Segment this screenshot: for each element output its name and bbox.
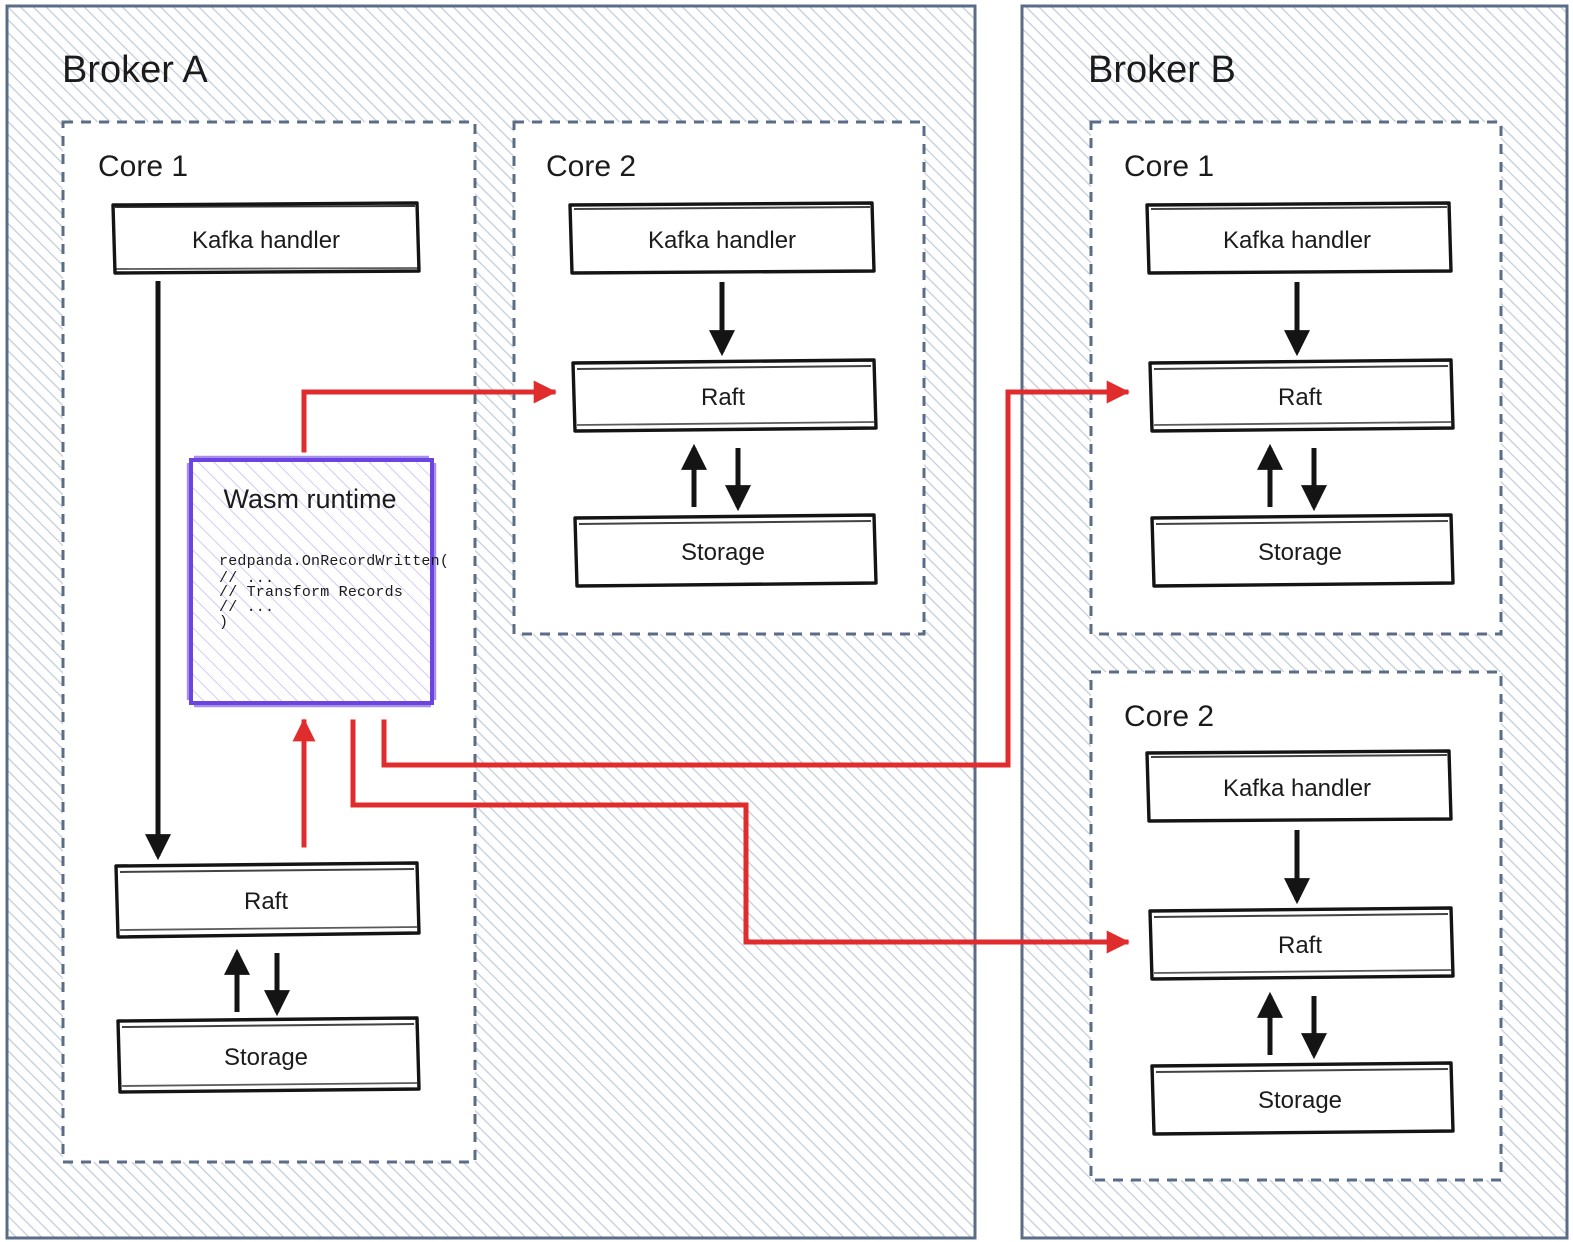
ba-c2-raft-sketch2 xyxy=(576,421,875,426)
ba-c1-kafka-handler-shape xyxy=(111,201,421,275)
bb-c2-storage-label: Storage xyxy=(1258,1087,1342,1114)
ba-c1-raft-sketch xyxy=(119,868,415,873)
ba-c2-kafka-handler-box: Kafka handler xyxy=(568,201,876,275)
ba-c2-storage-label: Storage xyxy=(681,539,765,566)
bb-c1-raft-label: Raft xyxy=(1278,384,1322,411)
broker-b-core-1: Core 1 Kafka handler Raft Storage xyxy=(1089,120,1503,636)
ba-c1-storage-sketch xyxy=(121,1023,415,1028)
bb-c1-raft-sketch2 xyxy=(1153,421,1452,426)
ba-c2-storage-sketch xyxy=(578,520,872,525)
ba-c2-kafka-handler-shape xyxy=(568,201,876,275)
ba-c1-wasm-code-line-2: // ... xyxy=(219,570,274,587)
broker-a-title: Broker A xyxy=(62,49,208,91)
broker-a-core-2: Core 2 Kafka handler Raft Storage xyxy=(512,120,926,636)
ba-c1-storage-sketch2 xyxy=(121,1082,418,1087)
ba-c1-raft-label: Raft xyxy=(244,888,288,915)
ba-c1-wasm-runtime-title: Wasm runtime xyxy=(223,484,396,514)
ba-c2-raft-label: Raft xyxy=(701,384,745,411)
ba-c1-raft-box: Raft xyxy=(114,861,421,939)
ba-c1-wasm-code-line-1: redpanda.OnRecordWritten( xyxy=(219,553,449,570)
bb-c2-kafka-handler-sketch xyxy=(1150,754,1448,758)
ba-c1-wasm-code-line-5: ) xyxy=(219,614,228,631)
ba-c1-wasm-code-line-4: // ... xyxy=(219,599,274,616)
broker-a-core-2-title: Core 2 xyxy=(546,150,636,183)
bb-c1-storage-sketch xyxy=(1155,520,1449,525)
broker-a-core-1: Core 1 Kafka handler Wasm runtime redpan… xyxy=(61,120,477,1164)
ba-c1-raft-shape xyxy=(114,861,421,939)
ba-c1-wasm-runtime-shape xyxy=(189,458,434,705)
wasm-to-broker-a-core2-raft-path xyxy=(301,380,557,453)
bb-c1-storage-label: Storage xyxy=(1258,539,1342,566)
bb-c2-kafka-handler-shape xyxy=(1145,749,1453,823)
bb-c2-raft-box: Raft xyxy=(1148,906,1455,981)
ba-c2-kafka-handler-label: Kafka handler xyxy=(648,227,796,254)
ba-c2-kafka-handler-sketch xyxy=(573,206,871,210)
ba-c2-raft-shape xyxy=(571,358,878,433)
bb-c1-kafka-handler-shape xyxy=(1145,201,1453,275)
bb-c1-raft-sketch xyxy=(1153,365,1449,370)
bb-c2-raft-label: Raft xyxy=(1278,932,1322,959)
wasm-to-broker-b-core1-raft-path xyxy=(381,380,1130,768)
bb-c1-raft-shape xyxy=(1148,358,1455,433)
ba-c1-raft-sketch2 xyxy=(119,926,418,931)
ba-c1-storage-label: Storage xyxy=(224,1044,308,1071)
ba-c2-storage-shape xyxy=(573,513,878,588)
ba-c2-raft-sketch xyxy=(576,365,872,370)
bb-c2-storage-sketch xyxy=(1155,1068,1449,1073)
bb-c2-raft-sketch2 xyxy=(1153,969,1452,974)
ba-c1-kafka-handler-box: Kafka handler xyxy=(111,201,421,275)
ba-c1-wasm-code-line-3: // Transform Records xyxy=(219,584,403,601)
broker-b-core-1-title: Core 1 xyxy=(1124,150,1214,183)
bb-c1-storage-box: Storage xyxy=(1150,513,1455,588)
bb-c1-storage-shape xyxy=(1150,513,1455,588)
broker-b-title: Broker B xyxy=(1088,49,1236,91)
ba-c2-raft-box: Raft xyxy=(571,358,878,433)
ba-c2-storage-box: Storage xyxy=(573,513,878,588)
ba-c1-wasm-runtime-sketch xyxy=(186,455,437,708)
ba-c1-kafka-handler-label: Kafka handler xyxy=(192,227,340,254)
ba-c1-storage-box: Storage xyxy=(116,1016,421,1094)
broker-b-core-2: Core 2 Kafka handler Raft Storage xyxy=(1089,670,1503,1182)
ba-c1-kafka-handler-sketch xyxy=(114,205,416,208)
bb-c2-raft-sketch xyxy=(1153,913,1449,918)
bb-c1-kafka-handler-label: Kafka handler xyxy=(1223,227,1371,254)
bb-c2-kafka-handler-box: Kafka handler xyxy=(1145,749,1453,823)
broker-a-core-1-title: Core 1 xyxy=(98,150,188,183)
bb-c2-raft-shape xyxy=(1148,906,1455,981)
bb-c2-storage-shape xyxy=(1150,1061,1455,1136)
ba-c1-wasm-runtime-box: Wasm runtime redpanda.OnRecordWritten( /… xyxy=(186,455,449,708)
ba-c1-kafka-handler-sketch2 xyxy=(115,267,419,270)
bb-c1-raft-box: Raft xyxy=(1148,358,1455,433)
wasm-to-broker-b-core2-raft-path xyxy=(350,719,1130,954)
bb-c2-kafka-handler-label: Kafka handler xyxy=(1223,775,1371,802)
bb-c1-kafka-handler-sketch xyxy=(1150,206,1448,210)
broker-b-core-2-title: Core 2 xyxy=(1124,700,1214,733)
bb-c2-storage-box: Storage xyxy=(1150,1061,1455,1136)
ba-c1-storage-shape xyxy=(116,1016,421,1094)
bb-c1-kafka-handler-box: Kafka handler xyxy=(1145,201,1453,275)
